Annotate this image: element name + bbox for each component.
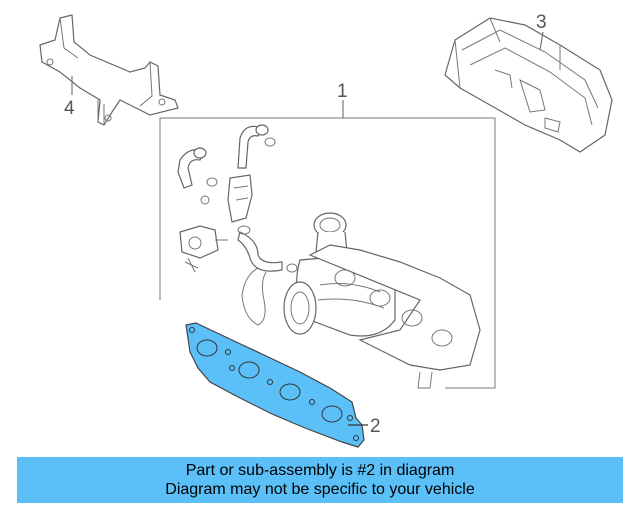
banner-line-2: Diagram may not be specific to your vehi… — [165, 481, 475, 498]
callout-4[interactable]: 4 — [64, 98, 75, 119]
banner-line-1: Part or sub-assembly is #2 in diagram — [185, 462, 455, 479]
info-banner: Part or sub-assembly is #2 in diagram Di… — [17, 457, 623, 503]
turbocharger-assembly-part-1[interactable] — [159, 100, 496, 389]
parts-diagram: 4 3 — [39, 12, 613, 448]
bracket-part-4[interactable] — [39, 14, 179, 126]
callout-1[interactable]: 1 — [337, 81, 348, 102]
heat-shield-part-3[interactable] — [444, 17, 613, 153]
manifold-gasket-part-2[interactable] — [185, 322, 365, 448]
callout-2[interactable]: 2 — [370, 416, 381, 437]
callout-3[interactable]: 3 — [536, 12, 547, 33]
